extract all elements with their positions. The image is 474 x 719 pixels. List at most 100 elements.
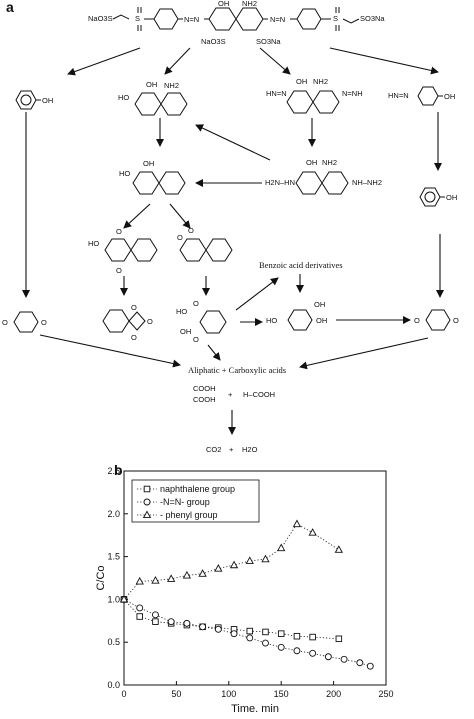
panel-b-label: b [114,462,123,478]
data-point-phenyl [119,594,129,603]
dye-sulfo-right: SO3Na [256,37,281,46]
data-point-azo [309,649,317,657]
y-tick-label: 2.5 [107,466,120,476]
data-point-phenyl [214,564,223,572]
legend-marker-azo [143,498,151,506]
y-tick-label: 0.5 [107,637,120,647]
data-point-phenyl [308,528,317,536]
amino-naphthol-oh2: OH [146,80,157,89]
quinone-right-o2: O [453,316,459,325]
phenyl-diazene-label: HN=N [388,91,409,100]
data-point-phenyl [135,576,144,585]
hydrazine-oh: OH [306,158,317,167]
data-point-phenyl [277,543,286,552]
phenyl-diazene-oh: OH [444,92,455,101]
dye-molecule: NaO3S S N=N OH NH2 NaO3S SO3Na N=N S SO3… [88,0,385,46]
y-tick-label: 2.0 [107,509,120,519]
plus-1: + [228,390,233,399]
dye-right-chain [342,18,360,24]
nq1-o1: O [116,227,122,236]
data-point-phenyl [151,576,160,584]
diol-oh1: HO [119,169,130,178]
diazene-oh: OH [296,77,307,86]
benzoic-acid-label: Benzoic acid derivatives [259,260,343,270]
diol-oh2: OH [143,159,154,168]
hydrazine-nh2: NH2 [322,158,337,167]
legend-marker-phenyl [142,510,152,519]
arrow-dye-to-phenyldiazene [329,47,439,75]
phenyl-diazene: HN=N OH [388,86,455,106]
pa-o2: O [193,335,199,344]
arrow-diol-to-nq2 [169,203,191,229]
data-point-azo [167,618,175,626]
dye-s-left: S [135,14,140,23]
dye-s-right: S [333,14,338,23]
naphthoquinone-1: HO O O [88,227,158,275]
plot-frame [123,470,387,686]
dye-nh2: NH2 [242,0,257,8]
phth-o2: O [147,317,153,326]
data-point-azo [293,647,301,655]
data-point-phenyl [166,574,176,582]
arrow-phthalic-acid-to-aliphatic [207,344,221,361]
diazene-left: HN=N [266,89,287,98]
dye-naphthalene-ring1 [208,7,237,31]
legend-items: naphthalene group-N=N- group- phenyl gro… [137,484,235,520]
x-tick-label: 150 [274,689,289,699]
legend-label-azo: -N=N- group [160,497,210,507]
data-point-phenyl [229,560,239,569]
arrow-dye-to-diazene [259,47,291,75]
hq-oh: OH [314,300,325,309]
arrow-dye-to-phenol [67,47,141,76]
data-point-naphthalene [262,628,269,636]
amino-naphthol-oh1: HO [118,93,129,102]
diazene-naphthol: HN=N OH NH2 N=NH [266,77,363,114]
h2o: H2O [242,445,258,454]
series-line-phenyl [123,523,340,600]
hydroxy-hydroquinone: OH HO OH [266,300,327,331]
phenol-left: OH [15,90,53,110]
data-point-phenyl [182,570,192,579]
dye-left-chain [112,14,130,20]
phth-o1: O [131,303,137,312]
y-tick-label: 1.0 [107,594,120,604]
phth-o3: O [131,333,137,342]
x-axis-label: Time. min [231,703,279,715]
data-point-azo [356,659,364,667]
aliphatic-label: Aliphatic + Carboxylic acids [188,365,286,375]
data-point-azo [340,655,348,663]
hydrazine-right: NH–NH2 [352,178,382,187]
data-point-azo [230,630,238,638]
quinone-right: O O [414,309,459,331]
hq-oh2: OH [316,316,327,325]
data-point-naphthalene [152,618,159,625]
dye-left-group: NaO3S [88,14,113,23]
data-point-naphthalene [335,635,343,643]
data-point-phenyl [245,556,254,564]
cooh1: COOH [193,384,216,393]
quinone-left-o1: O [2,318,8,327]
nq2-o2: O [177,233,183,242]
arrow-dye-to-aminonaphthol [164,47,191,75]
data-point-naphthalene [277,630,285,637]
naphthalene-diol: HO OH [119,159,186,195]
data-point-azo [151,611,159,619]
y-axis-label: C/Co [95,565,107,590]
data-point-azo [214,625,222,633]
dye-oh: OH [218,0,229,8]
co2: CO2 [206,445,221,454]
x-tick-label: 0 [121,689,126,699]
data-point-azo [246,634,254,642]
data-point-naphthalene [293,632,301,640]
series-lines [123,523,371,667]
pa-o1: O [193,299,199,308]
diazene-right: N=NH [342,89,363,98]
hydrazine-naphthol: H2N–HN OH NH2 NH–NH2 [265,158,382,195]
diazene-nh2: NH2 [313,77,328,86]
data-point-naphthalene [136,613,143,620]
dye-right-group: SO3Na [360,14,385,23]
arrow-quinone-left-to-aliphatic [39,334,181,368]
data-point-azo [366,662,374,670]
